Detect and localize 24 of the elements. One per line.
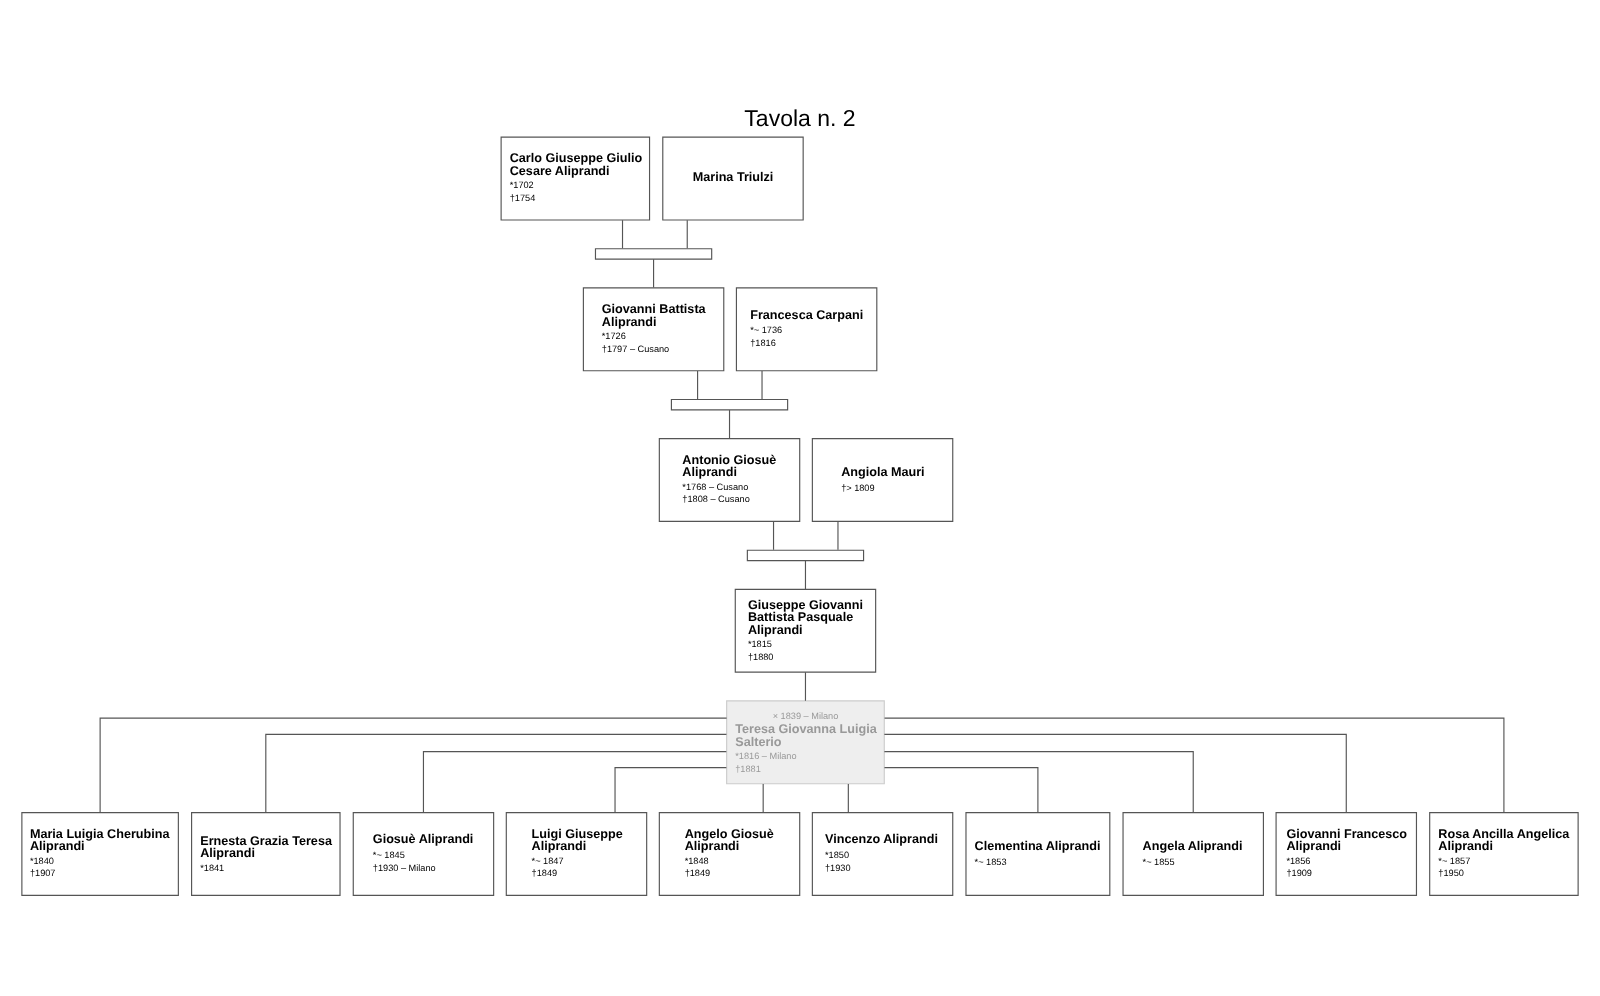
connector [847, 782, 849, 812]
node-box [670, 397, 789, 410]
connector [422, 750, 727, 812]
connector [621, 218, 624, 248]
connector [614, 766, 727, 812]
connector [883, 766, 1039, 812]
node-box [594, 247, 713, 259]
connector [728, 408, 731, 438]
connector [804, 559, 807, 589]
connector [761, 369, 763, 399]
connector [804, 670, 807, 701]
connector [762, 782, 764, 812]
connector [884, 716, 1505, 813]
connector [686, 218, 688, 248]
connector [883, 732, 1347, 813]
node-box [746, 548, 865, 561]
connector [837, 520, 839, 550]
connector [883, 750, 1194, 812]
connector [653, 257, 655, 288]
connector [99, 716, 728, 813]
connector [265, 732, 727, 813]
connector [697, 369, 699, 399]
diagram-title: Tavola n. 2 [744, 106, 856, 131]
connector [772, 520, 775, 550]
